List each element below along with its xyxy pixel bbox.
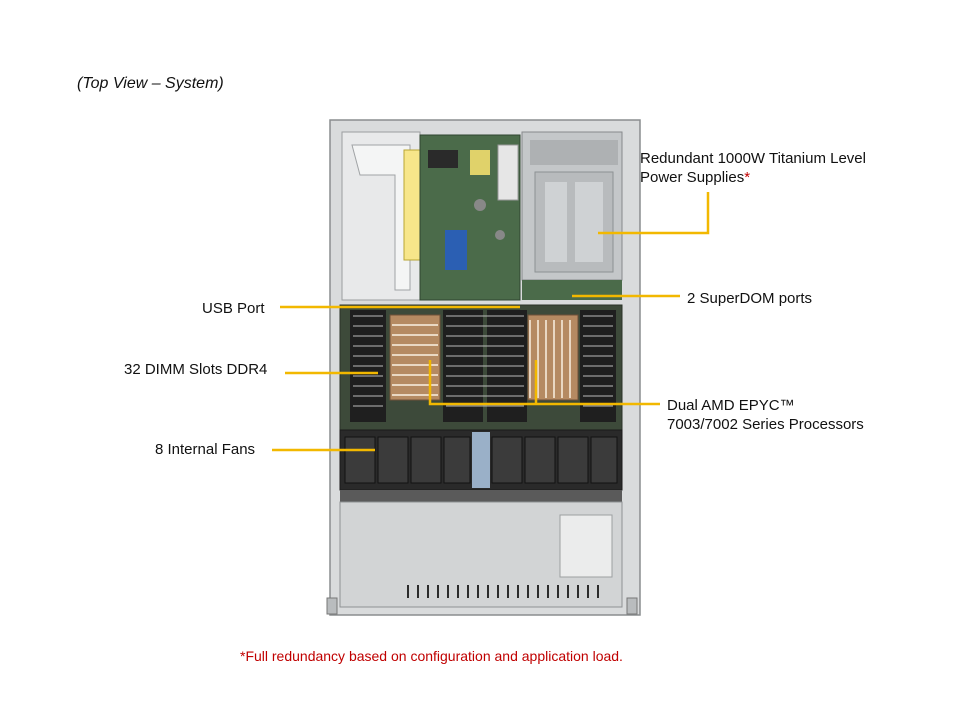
label-cpu-line1: Dual AMD EPYC™	[667, 397, 795, 414]
label-usb: USB Port	[202, 300, 265, 317]
label-cpu-line2: 7003/7002 Series Processors	[667, 416, 864, 433]
label-psu-asterisk: *	[744, 169, 751, 186]
cpu-heatsink-left	[389, 314, 441, 401]
footnote: *Full redundancy based on configuration …	[240, 648, 623, 664]
label-cpu: Dual AMD EPYC™ 7003/7002 Series Processo…	[667, 396, 864, 434]
label-dimm: 32 DIMM Slots DDR4	[124, 361, 268, 378]
label-fans: 8 Internal Fans	[155, 441, 256, 458]
view-title: (Top View – System)	[77, 75, 224, 92]
cpu-heatsink-right	[527, 314, 579, 401]
label-psu: Redundant 1000W Titanium Level Power Sup…	[640, 149, 866, 187]
label-psu-line1: Redundant 1000W Titanium Level	[640, 150, 866, 167]
label-superdom: 2 SuperDOM ports	[687, 290, 813, 307]
label-psu-line2: Power Supplies	[640, 169, 745, 186]
